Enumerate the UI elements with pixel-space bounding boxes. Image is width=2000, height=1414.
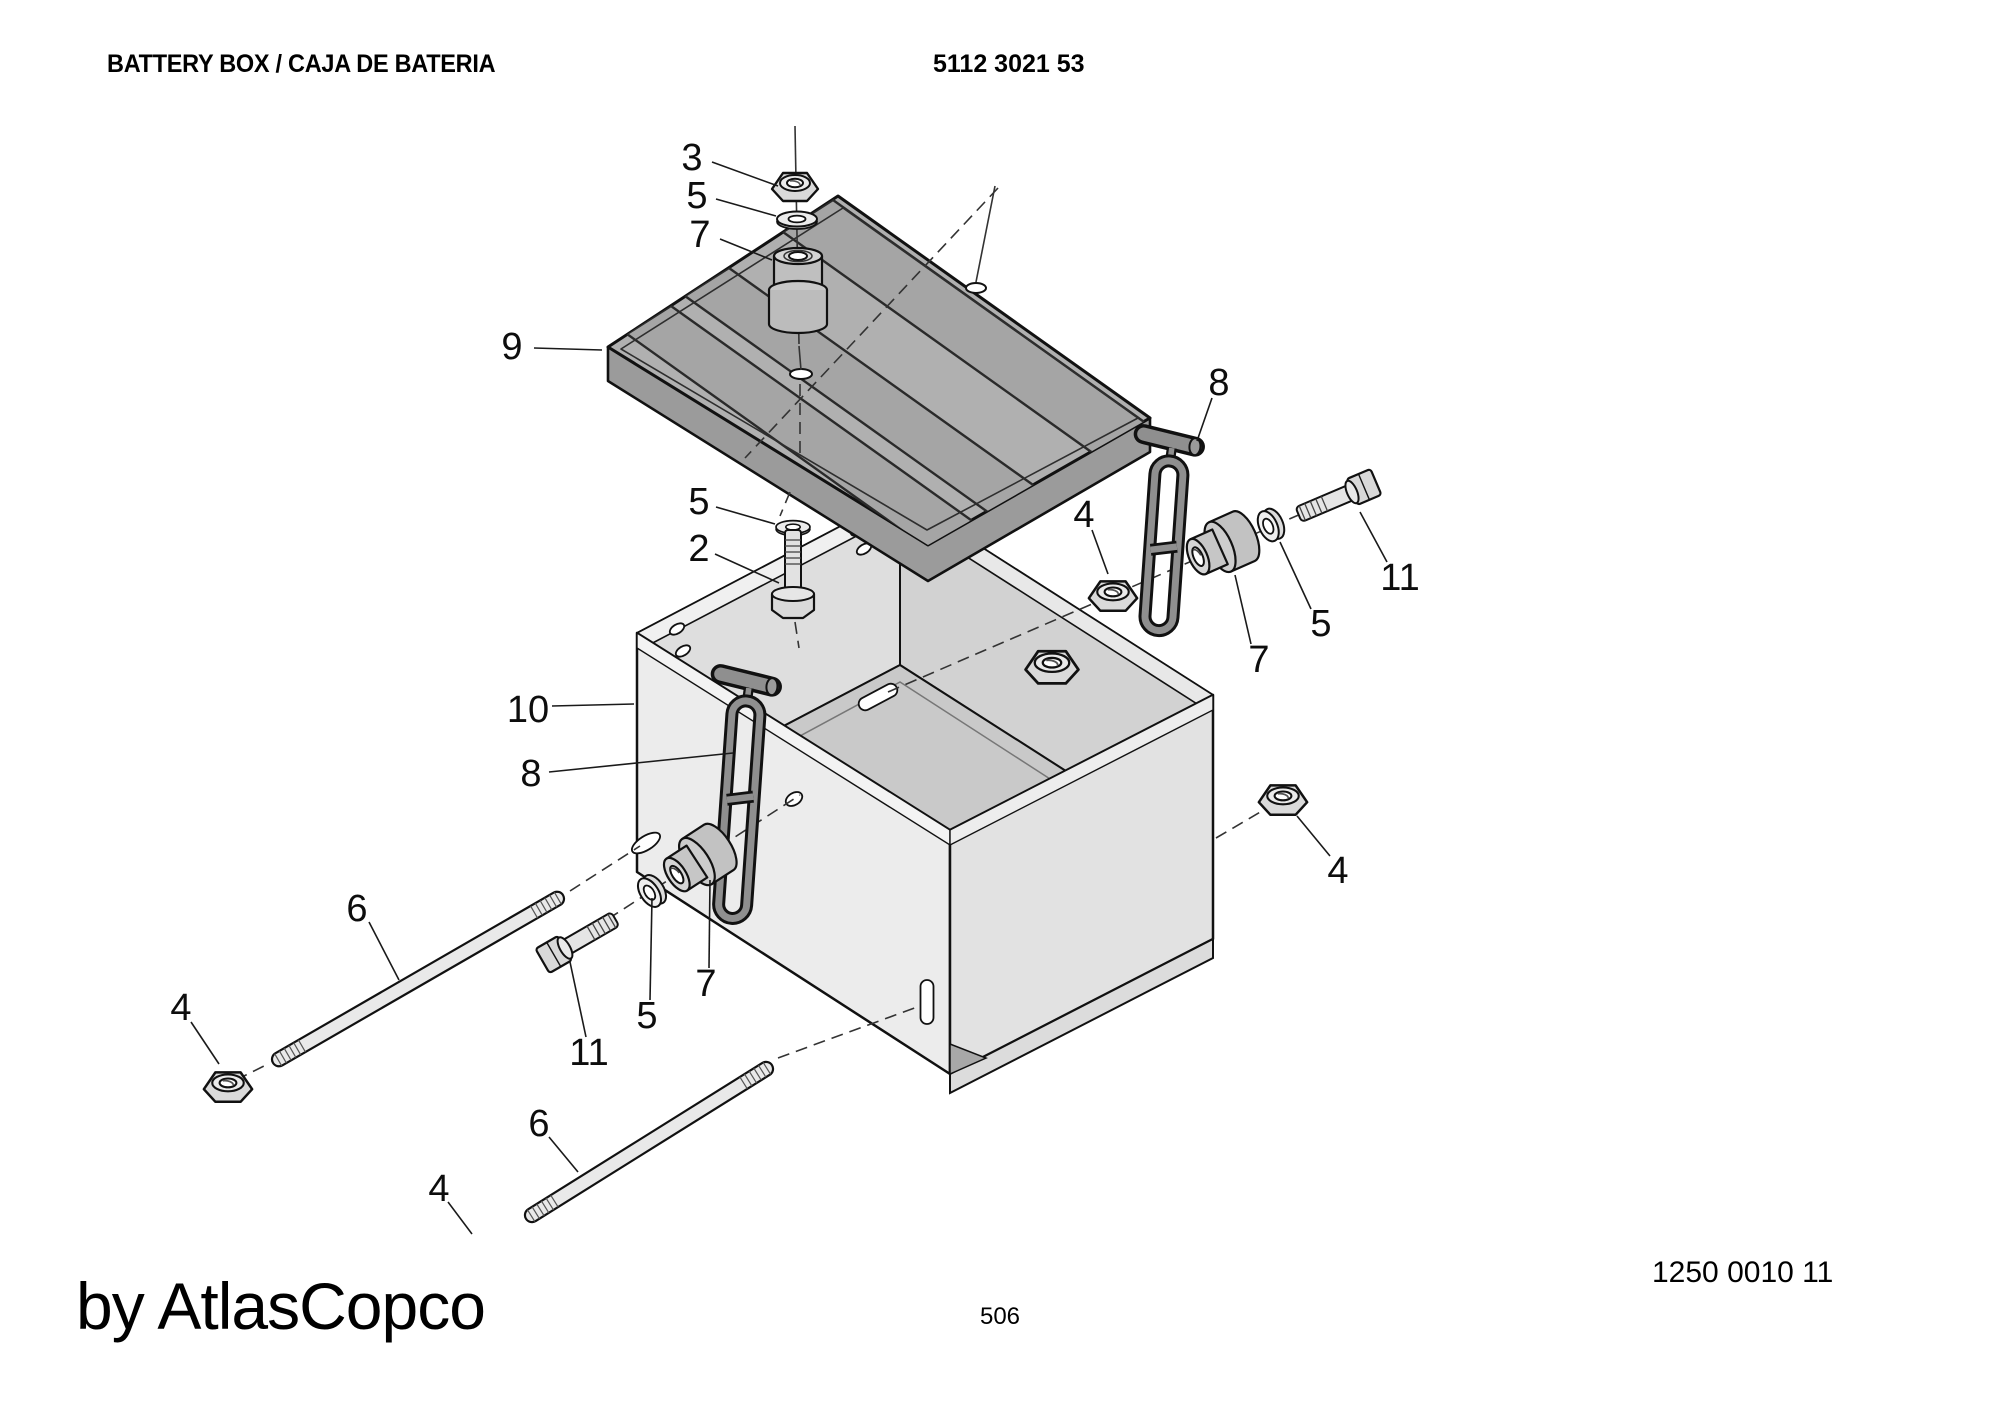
callout-leader-5-4 [715,506,776,525]
callout-leader-5-16 [649,897,653,1001]
lid-inset-contour [620,207,1139,531]
lid-hole [789,368,813,380]
callout-leader-4-14 [190,1021,220,1065]
nut-4-left [202,1071,254,1104]
nut-4-right [1257,784,1309,817]
washer-5-left [636,874,668,908]
callout-leader-8-7 [1196,397,1213,442]
callout-leader-11-15 [569,961,587,1038]
wall-slot [919,979,935,1025]
callout-leader-7-10 [1234,574,1252,645]
assembly-dashed-line [777,1005,921,1059]
nut-4-upper [1087,580,1139,613]
callout-leader-11-8 [1359,511,1388,563]
callout-label-6-13: 6 [346,888,367,930]
part-number: 5112 3021 53 [933,50,1085,78]
battery-box-lid [606,194,1152,583]
callout-label-4-19: 4 [428,1168,449,1210]
bolt-11-right [1295,468,1382,522]
wall-hole [674,644,692,658]
wall-hole [631,831,661,855]
callout-leader-2-5 [714,553,780,584]
callout-label-4-14: 4 [170,987,191,1029]
callout-leader-8-12 [548,752,734,773]
stud-line [798,345,802,371]
nut-3 [770,171,820,203]
assembly-dashed-line [744,187,999,459]
box-corner-notch [949,1042,988,1076]
callout-leader-5-9 [1279,541,1312,610]
assembly-dashed-line [794,621,800,649]
callout-label-2-5: 2 [688,528,709,570]
callout-label-3-0: 3 [681,137,702,179]
callout-label-11-8: 11 [1380,557,1419,599]
callout-label-9-3: 9 [501,326,522,368]
callout-label-5-4: 5 [688,481,709,523]
bushing-7-left [662,822,738,893]
callout-label-5-9: 5 [1310,603,1331,645]
callout-leader-3-0 [711,161,779,187]
document-number: 1250 0010 11 [1652,1256,1834,1289]
strap-8-left [710,664,782,925]
callout-label-5-1: 5 [686,175,707,217]
rod-6-upper [270,890,566,1068]
callout-label-10-11: 10 [507,689,549,731]
callout-label-7-10: 7 [1248,639,1269,681]
box-near-right-flange [949,693,1214,847]
callout-leader-4-6 [1091,529,1109,575]
nut-interior [1024,649,1080,685]
callout-leader-6-18 [548,1136,579,1173]
callout-label-8-7: 8 [1208,362,1229,404]
bushing-7-top [767,246,829,335]
page-title: BATTERY BOX / CAJA DE BATERIA [107,50,496,78]
callout-leader-6-13 [368,921,400,981]
stud-line [975,185,996,283]
callout-leader-4-20 [1296,815,1331,857]
rod-6-lower [523,1060,775,1224]
callout-label-7-17: 7 [695,963,716,1005]
callout-leader-5-1 [715,198,777,217]
washer-5-top [776,210,818,230]
lid-hole [965,282,987,294]
callout-leader-7-17 [708,879,711,969]
assembly-dashed-line [1215,810,1263,839]
callout-label-11-15: 11 [569,1032,608,1074]
assembly-dashed-line [779,491,791,517]
washer-5-right [1256,507,1286,543]
box-bottom-flap [949,937,1214,1095]
callout-leader-10-11 [551,703,635,707]
callout-leader-4-19 [447,1201,473,1235]
bolt-2 [770,529,816,620]
strap-8-right [1133,424,1205,638]
callout-label-4-6: 4 [1073,494,1094,536]
page-number: 506 [979,1303,1021,1330]
hardware-parts-layer [202,171,1382,1224]
lid-channels [625,198,1150,545]
callout-label-7-2: 7 [689,214,710,256]
callout-label-8-12: 8 [520,753,541,795]
brand-text: by AtlasCopco [76,1269,486,1343]
wall-slot [857,682,899,712]
callout-label-5-16: 5 [636,995,657,1037]
callout-label-6-18: 6 [528,1103,549,1145]
callout-leader-9-3 [533,347,603,351]
bushing-7-right [1185,510,1261,576]
callout-label-4-20: 4 [1327,850,1348,892]
battery-box-body [635,493,1215,1095]
assembly-dashed-line [569,845,641,892]
callout-leader-7-2 [719,238,773,261]
wall-hole [668,622,686,636]
bolt-11-left [535,912,619,974]
